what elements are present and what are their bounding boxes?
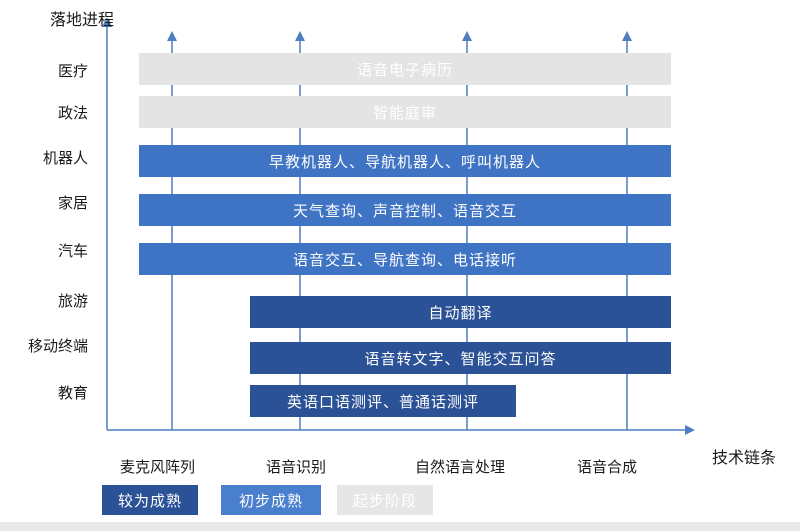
y-label-lvyou: 旅游 xyxy=(57,292,88,310)
bar-4: 天气查询、声音控制、语音交互 xyxy=(139,194,671,226)
bar-6: 自动翻译 xyxy=(250,296,671,328)
bottom-strip xyxy=(0,522,800,531)
bar-7: 语音转文字、智能交互问答 xyxy=(250,342,671,374)
y-label-yiliao: 医疗 xyxy=(57,62,88,80)
bar-5: 语音交互、导航查询、电话接听 xyxy=(139,243,671,275)
x-label-tts: 语音合成 xyxy=(577,458,638,476)
y-label-zhengfa: 政法 xyxy=(57,104,88,122)
x-label-asr: 语音识别 xyxy=(266,458,327,476)
legend-mature: 较为成熟 xyxy=(102,485,198,515)
y-label-jiaoyu: 教育 xyxy=(57,384,88,402)
bar-2: 智能庭审 xyxy=(139,96,671,128)
y-axis-title: 落地进程 xyxy=(50,10,115,29)
x-label-mic-array: 麦克风阵列 xyxy=(120,458,196,476)
x-axis-title: 技术链条 xyxy=(712,448,777,467)
legend-early: 起步阶段 xyxy=(337,485,433,515)
y-label-jiaju: 家居 xyxy=(57,194,88,212)
y-label-jiqiren: 机器人 xyxy=(42,149,88,167)
y-label-yidong: 移动终端 xyxy=(27,337,88,355)
bar-1: 语音电子病历 xyxy=(139,53,671,85)
legend-initial: 初步成熟 xyxy=(221,485,321,515)
y-label-qiche: 汽车 xyxy=(57,242,88,260)
bar-3: 早教机器人、导航机器人、呼叫机器人 xyxy=(139,145,671,177)
bar-8: 英语口语测评、普通话测评 xyxy=(250,385,516,417)
x-label-nlp: 自然语言处理 xyxy=(415,458,506,476)
